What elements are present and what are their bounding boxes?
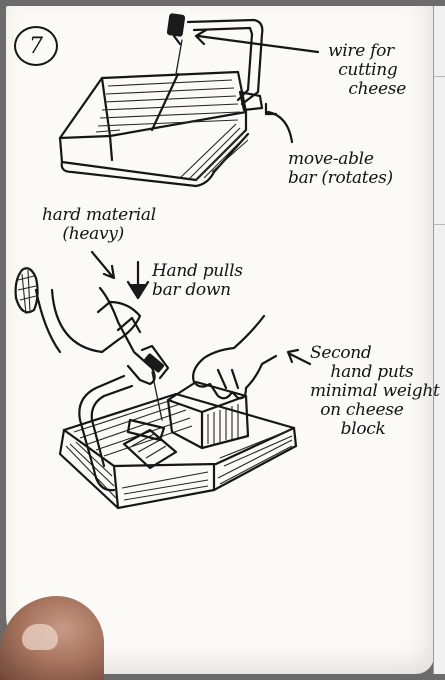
hatch-doodle <box>14 267 39 314</box>
hand-pulls-label: Hand pulls bar down <box>152 261 243 300</box>
right-hand <box>192 314 278 400</box>
top-board-thickness <box>58 76 248 182</box>
side-scroll-strip <box>433 6 445 674</box>
top-slicer-drawing <box>58 13 320 188</box>
moveable-bar-label: move-able bar (rotates) <box>288 149 393 188</box>
cheese-block <box>166 380 250 450</box>
bottom-slicer-drawing <box>14 250 312 510</box>
wire-label: wire for cutting cheese <box>328 41 406 99</box>
thumb-holding-notebook <box>0 596 104 680</box>
top-bar-arm <box>186 18 264 106</box>
sketch-number-badge: 7 <box>14 26 58 66</box>
left-hand <box>50 288 142 354</box>
bottom-bar-arm <box>78 374 126 492</box>
top-wire <box>175 39 183 75</box>
second-hand-label: Second hand puts minimal weight on chees… <box>310 343 440 439</box>
hard-material-label: hard material (heavy) <box>42 205 156 244</box>
